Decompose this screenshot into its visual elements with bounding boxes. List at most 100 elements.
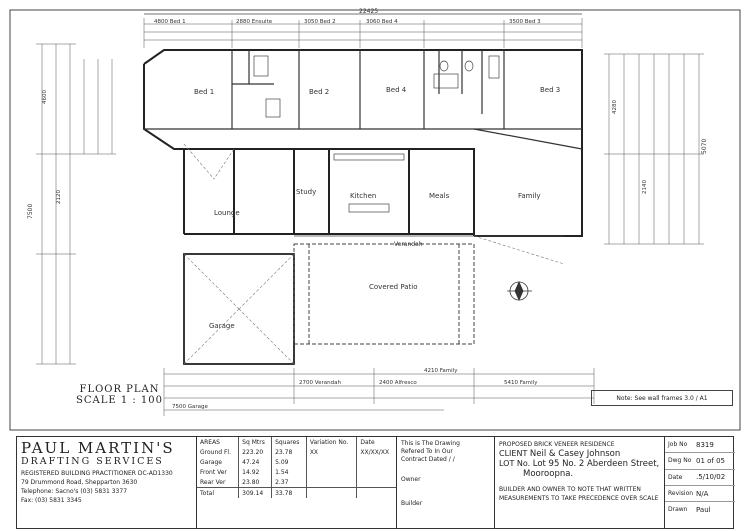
table-cell: 14.92 [238,467,273,477]
top-dim-2: 2880 Ensuite [236,19,273,25]
right-dim-3: 5070 [701,139,708,154]
left-dim-1: 4600 [42,90,48,104]
meta-value: 8319 [696,440,714,449]
room-meals: Meals [429,192,450,200]
meta-row: Dwg No 01 of 05 [665,453,735,470]
room-bed-4: Bed 4 [386,86,407,94]
lot-label: LOT No. [499,459,531,468]
table-cell [306,467,358,477]
builder-label: Builder [401,500,423,507]
meta-row: Job No 8319 [665,437,735,454]
meta-key: Date [668,473,683,481]
note-box: Note: See wall frames 3.0 / A1 [591,390,733,406]
room-family: Family [518,192,541,200]
fixtures [253,55,500,213]
room-verandah: Verandah [394,241,423,248]
house-walls [143,49,583,237]
floor-plan-title: FLOOR PLAN SCALE 1 : 100 [76,384,163,406]
table-cell: 23.78 [271,447,307,457]
meta-row: Drawn Paul [665,502,735,517]
room-bed-2: Bed 2 [309,88,329,96]
top-dim-5: 3500 Bed 3 [509,19,541,25]
contract-line-2: Refered To In Our [401,448,453,455]
top-dimensions [143,18,583,48]
note-text: Note: See wall frames 3.0 / A1 [616,394,708,402]
meta-key: Dwg No [668,457,692,465]
meta-key: Job No [668,441,688,449]
project-block: PROPOSED BRICK VENEER RESIDENCE CLIENT N… [495,437,665,528]
meta-value: N/A [696,489,709,498]
table-cell: 1.54 [271,467,307,477]
areas-table-block: AREAS Sq Mtrs Squares Variation No. Date… [197,437,397,528]
bottom-dimensions [163,368,595,416]
table-cell: Ground Fl. [197,447,240,457]
top-dim-1: 4800 Bed 1 [154,19,186,25]
left-dim-3: 7500 [27,204,34,219]
table-cell: 223.20 [238,447,273,457]
town: Mooroopna. [523,469,574,479]
table-cell: 309.14 [238,487,273,498]
floor-plan: 22425 4800 Bed 1 2880 Ensuite 3050 Bed 2… [9,8,741,431]
overall-dim-text: 22425 [359,8,378,15]
table-cell: Total [197,487,240,498]
contract-line-1: This is The Drawing [401,440,460,447]
floor-plan-label: FLOOR PLAN [79,384,160,395]
meta-key: Revision [668,490,694,498]
client-label: CLIENT [499,449,528,458]
bottom-dim-4: 5410 Family [504,380,538,386]
company-phone: Telephone: Sacno's (03) 5831 3377 [21,488,128,495]
room-lounge: Lounge [214,209,240,217]
bottom-dim-1: 2700 Verandah [299,380,341,386]
meta-value: Paul [696,505,711,514]
table-cell [306,477,358,488]
title-block: PAUL MARTIN'S DRAFTING SERVICES REGISTER… [16,436,735,529]
interior-walls [144,50,583,150]
builder-note-1: BUILDER AND OWNER TO NOTE THAT WRITTEN [499,486,641,493]
project-title: PROPOSED BRICK VENEER RESIDENCE [499,441,615,448]
contract-block: This is The Drawing Refered To In Our Co… [397,437,495,528]
room-kitchen: Kitchen [350,192,376,200]
table-row: Rear Ver 23.80 2.37 [197,477,396,488]
meta-block: Job No 8319 Dwg No 01 of 05 Date .5/10/02 R… [665,437,735,528]
left-dimensions [36,43,116,365]
table-total-row: Total 309.14 33.78 [197,487,396,498]
right-dim-1: 4280 [612,100,618,114]
room-study: Study [296,188,316,196]
lot-address: Lot 95 No. 2 Aberdeen Street, [532,459,660,469]
meta-row: Date .5/10/02 [665,470,735,486]
table-row: Ground Fl. 223.20 23.78 XX XX/XX/XX [197,447,396,457]
table-cell: 5.09 [271,457,307,467]
contract-line-3: Contract Dated / / [401,456,455,463]
room-bed-3: Bed 3 [540,86,560,94]
owner-label: Owner [401,476,421,483]
areas-header: Squares [271,437,307,447]
meta-value: 01 of 05 [696,456,726,465]
company-block: PAUL MARTIN'S DRAFTING SERVICES REGISTER… [17,437,197,528]
table-cell [306,487,358,498]
right-dim-2: 2140 [642,180,648,194]
company-address: 79 Drummond Road, Shepparton 3630 [21,479,138,486]
top-dim-4: 3060 Bed 4 [366,19,398,25]
table-cell [357,467,396,477]
areas-header: AREAS [197,437,240,447]
table-cell: 47.24 [238,457,273,467]
meta-key: Drawn [668,506,688,514]
table-cell [306,457,358,467]
table-cell: Garage [197,457,240,467]
family-roof-line [473,235,565,265]
areas-table: AREAS Sq Mtrs Squares Variation No. Date… [197,437,396,498]
garage-roof-lines [183,143,295,365]
bottom-dim-3: 4210 Family [424,368,458,374]
scale-label: SCALE 1 : 100 [76,395,164,406]
room-covered-patio: Covered Patio [369,283,418,291]
meta-value: .5/10/02 [696,473,726,482]
bottom-dim-5: 7500 Garage [172,404,209,410]
room-garage: Garage [209,322,235,330]
room-bed-1: Bed 1 [194,88,214,96]
table-cell: Rear Ver [197,477,240,488]
overall-dimension: 22425 [144,8,582,15]
table-cell [357,457,396,467]
client-name: Neil & Casey Johnson [529,449,621,459]
table-cell [356,487,396,498]
